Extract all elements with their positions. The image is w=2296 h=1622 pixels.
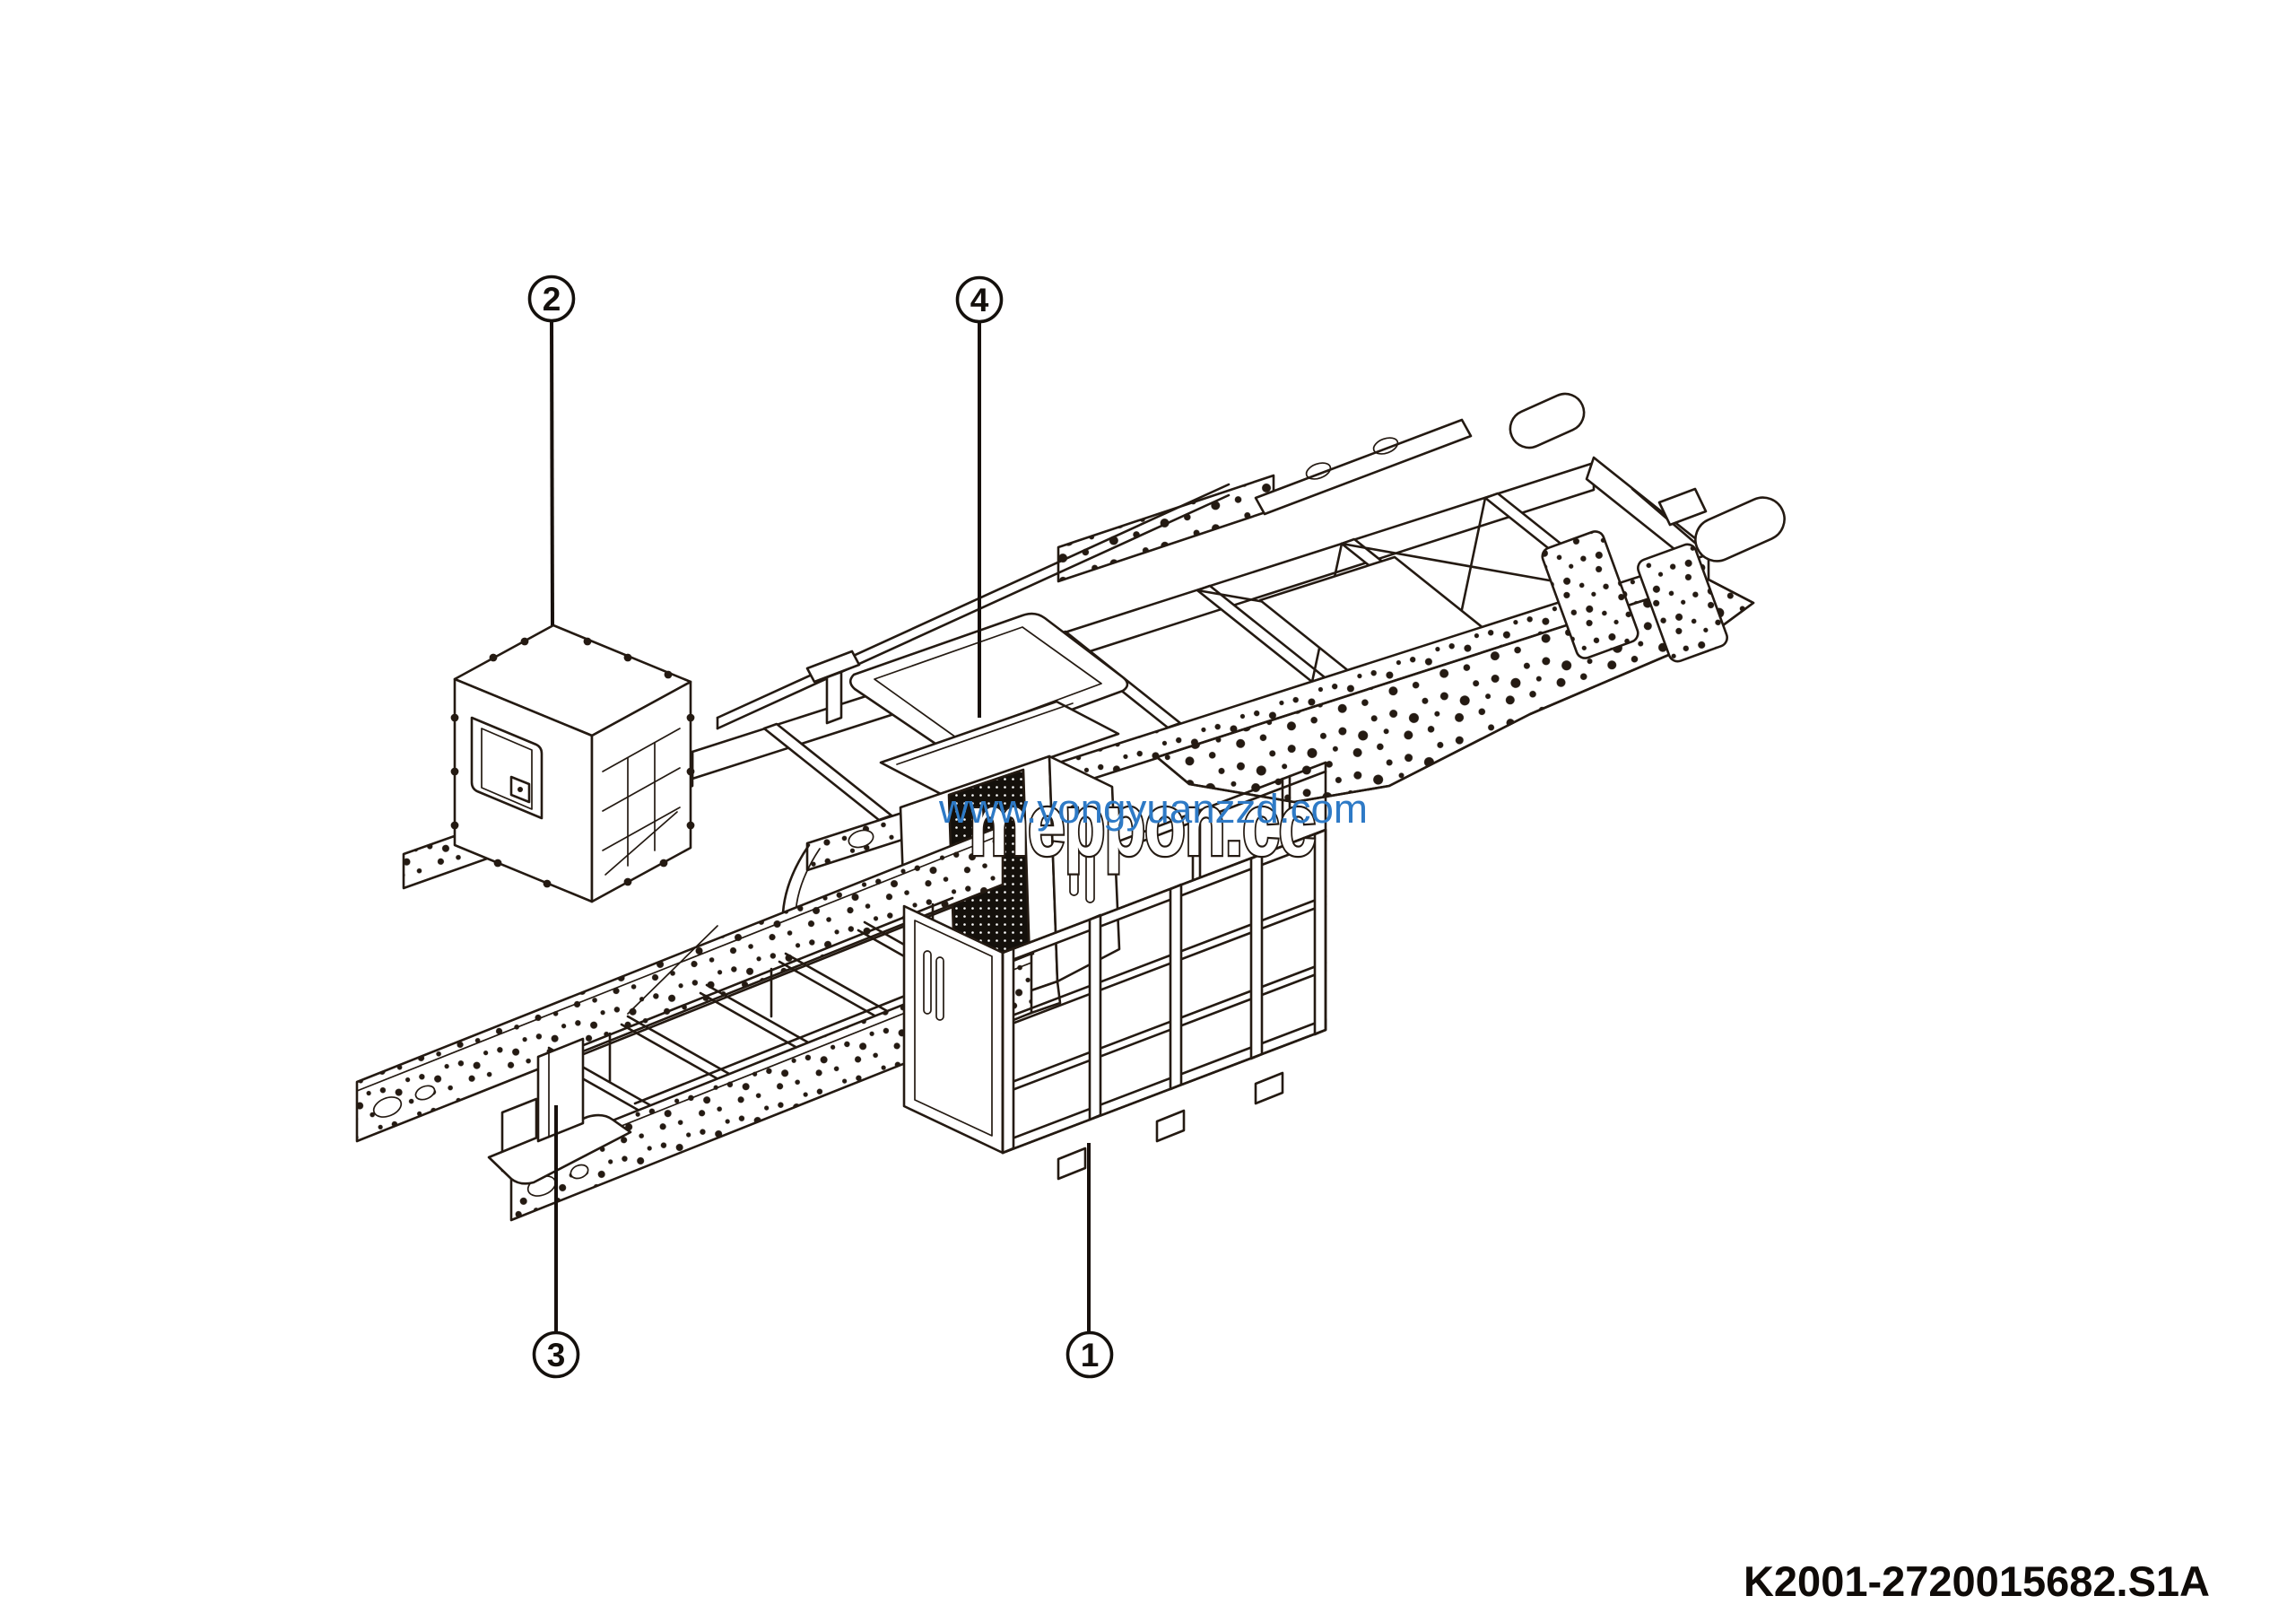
leader-lines bbox=[550, 319, 1091, 1333]
box-bolts bbox=[450, 637, 695, 888]
deck-tray bbox=[848, 612, 1129, 754]
rear-roller-right bbox=[1694, 496, 1786, 562]
equipment-box bbox=[450, 624, 695, 903]
callout-3: 3 bbox=[532, 1330, 580, 1379]
callout-1: 1 bbox=[1065, 1330, 1114, 1379]
part-number: K2001-2720015682.S1A bbox=[1744, 1557, 2210, 1605]
callout-4-label: 4 bbox=[970, 282, 989, 318]
callout-2-label: 2 bbox=[543, 281, 561, 318]
watermark-url-text: www.yongyuanzzd.com bbox=[938, 786, 1368, 832]
mounting-bracket bbox=[487, 1037, 632, 1185]
callout-4: 4 bbox=[955, 275, 1004, 324]
box-door bbox=[470, 716, 544, 820]
callout-2: 2 bbox=[527, 275, 576, 323]
subframe-rails bbox=[355, 824, 1035, 1222]
callout-3-label: 3 bbox=[547, 1337, 566, 1373]
watermark-brand-text: meppon.cc bbox=[969, 775, 1315, 874]
battery-lattice-frame bbox=[902, 828, 1327, 1181]
callout-1-label: 1 bbox=[1081, 1337, 1100, 1373]
rear-roller-left bbox=[1509, 392, 1586, 449]
support-beam bbox=[716, 483, 1231, 730]
